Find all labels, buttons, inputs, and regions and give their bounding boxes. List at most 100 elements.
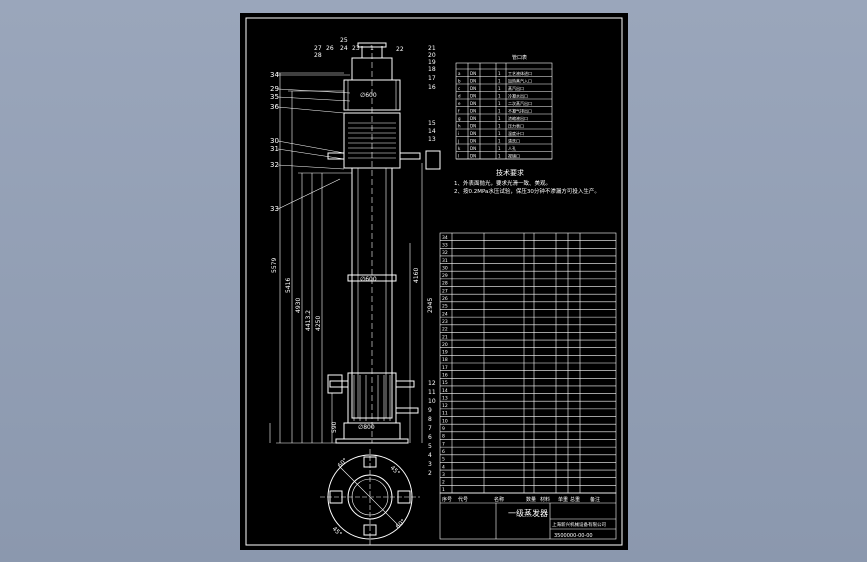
parts-row-number: 10 xyxy=(442,418,448,424)
drawing-number: 3500000-00-00 xyxy=(554,533,593,539)
callout-29: 29 xyxy=(270,85,279,93)
parts-row-number: 23 xyxy=(442,319,448,325)
nozzle-cell: DN xyxy=(470,79,476,84)
parts-list: 3433323130292827262524232221201918171615… xyxy=(439,232,617,503)
callout-28: 28 xyxy=(314,52,322,59)
nozzle-cell: g xyxy=(458,116,461,121)
callout-17: 17 xyxy=(428,75,436,82)
callout-32: 32 xyxy=(270,161,279,169)
nozzle-cell: 1 xyxy=(498,101,501,106)
nozzle-cell: DN xyxy=(470,146,476,151)
plan-view: 60° 45° 45° 60° xyxy=(320,449,420,545)
dim-4930: 4930 xyxy=(295,298,302,313)
parts-row-number: 31 xyxy=(442,258,448,264)
nozzle-cell: 1 xyxy=(498,124,501,129)
top-callouts: 25 27 26 24 23 28 1 22 21 20 19 18 17 16… xyxy=(314,37,436,143)
callout-18: 18 xyxy=(428,66,436,73)
nozzle-cell: 冷凝水出口 xyxy=(508,93,528,99)
parts-row-number: 28 xyxy=(442,281,448,287)
dim-dia-800: ∅800 xyxy=(358,424,375,431)
parts-row-number: 27 xyxy=(442,288,448,294)
footer-remark: 备注 xyxy=(590,496,600,503)
tech-req-line-2: 2、按0.2MPa水压试验，保压30分钟不渗漏方可投入生产。 xyxy=(454,187,600,195)
callout-13: 13 xyxy=(428,136,436,143)
nozzle-cell: 1 xyxy=(498,131,501,136)
nozzle-cell: 不凝气排出口 xyxy=(508,108,532,114)
parts-row-number: 20 xyxy=(442,342,448,348)
footer-qty: 数量 xyxy=(526,496,536,503)
cad-drawing: 5579 5416 4930 4413.2 4250 4160 2945 590… xyxy=(245,17,623,546)
parts-row-number: 17 xyxy=(442,365,448,371)
nozzle-cell: 1 xyxy=(498,79,501,84)
callout-34: 34 xyxy=(270,71,279,79)
parts-row-number: 12 xyxy=(442,403,448,409)
nozzle-cell: c xyxy=(458,86,460,91)
parts-row-number: 4 xyxy=(442,464,445,470)
footer-material: 材料 xyxy=(540,496,550,503)
nozzle-cell: DN xyxy=(470,131,476,136)
nozzle-cell: i xyxy=(458,131,459,136)
nozzle-cell: j xyxy=(457,139,459,144)
parts-row-number: 9 xyxy=(442,426,445,432)
tech-req-line-1: 1、外表面抛光，要求光滑一致、美观。 xyxy=(454,179,551,187)
nozzle-cell: DN xyxy=(470,71,476,76)
evaporator-body xyxy=(327,42,441,444)
nozzle-cell: DN xyxy=(470,124,476,129)
callout-21: 21 xyxy=(428,45,436,52)
nozzle-cell: 1 xyxy=(498,71,501,76)
callout-27: 27 xyxy=(314,45,322,52)
callout-12: 12 xyxy=(428,380,436,387)
technical-requirements: 技术要求 1、外表面抛光，要求光滑一致、美观。 2、按0.2MPa水压试验，保压… xyxy=(454,168,600,195)
parts-row-number: 24 xyxy=(442,311,448,317)
callout-8: 8 xyxy=(428,416,432,423)
callout-22: 22 xyxy=(396,46,404,53)
parts-row-number: 15 xyxy=(442,380,448,386)
nozzle-cell: DN xyxy=(470,101,476,106)
nozzle-cell: 加热蒸汽入口 xyxy=(508,78,532,84)
callout-4: 4 xyxy=(428,452,432,459)
callout-1: 1 xyxy=(370,45,374,52)
parts-row-number: 29 xyxy=(442,273,448,279)
dim-5416: 5416 xyxy=(285,278,292,293)
parts-row-number: 22 xyxy=(442,327,448,333)
callout-30: 30 xyxy=(270,137,279,145)
dim-2945: 2945 xyxy=(427,298,434,313)
callout-6: 6 xyxy=(428,434,432,441)
bottom-callouts: 12 11 10 9 8 7 6 5 4 3 2 xyxy=(428,380,436,477)
dimension-lines xyxy=(269,72,423,444)
callout-20: 20 xyxy=(428,52,436,59)
callout-36: 36 xyxy=(270,103,279,111)
footer-total-wt: 总重 xyxy=(570,496,580,503)
parts-row-number: 21 xyxy=(442,334,448,340)
nozzle-cell: DN xyxy=(470,109,476,114)
callout-14: 14 xyxy=(428,128,436,135)
nozzle-cell: h xyxy=(458,124,461,129)
nozzle-cell: e xyxy=(458,101,461,106)
nozzle-cell: b xyxy=(458,79,461,84)
nozzle-cell: l xyxy=(458,154,459,159)
parts-row-number: 26 xyxy=(442,296,448,302)
callout-7: 7 xyxy=(428,425,432,432)
parts-row-number: 5 xyxy=(442,457,445,463)
nozzle-cell: a xyxy=(458,71,461,76)
nozzle-cell: 工艺液体进口 xyxy=(508,70,532,76)
footer-code: 代号 xyxy=(458,496,468,503)
nozzle-cell: 1 xyxy=(498,94,501,99)
parts-row-number: 33 xyxy=(442,242,448,248)
nozzle-cell: DN xyxy=(470,86,476,91)
footer-unit-wt: 单重 xyxy=(558,496,568,503)
parts-row-number: 13 xyxy=(442,395,448,401)
nozzle-cell: d xyxy=(458,94,461,99)
parts-row-number: 7 xyxy=(442,441,445,447)
nozzle-cell: 1 xyxy=(498,109,501,114)
callout-25: 25 xyxy=(340,37,348,44)
parts-row-number: 32 xyxy=(442,250,448,256)
nozzle-cell: DN xyxy=(470,154,476,159)
dim-dia-600-top: ∅600 xyxy=(360,92,377,99)
callout-3: 3 xyxy=(428,461,432,468)
callout-10: 10 xyxy=(428,398,436,405)
drawing-sheet[interactable]: 5579 5416 4930 4413.2 4250 4160 2945 590… xyxy=(240,13,628,550)
parts-row-number: 14 xyxy=(442,388,448,394)
parts-row-number: 6 xyxy=(442,449,445,455)
tech-req-title: 技术要求 xyxy=(496,168,524,177)
